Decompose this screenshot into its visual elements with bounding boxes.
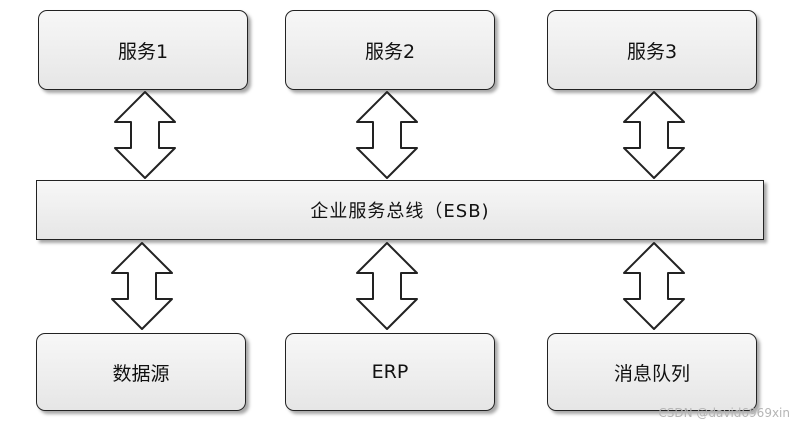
service-1-label: 服务1: [117, 40, 169, 63]
esb-bus-label: 企业服务总线（ESB): [310, 201, 490, 222]
service-3-box: 服务3: [547, 10, 757, 90]
double-arrow-icon-service-2: [356, 91, 418, 179]
erp-box: ERP: [285, 333, 495, 411]
datasource-box: 数据源: [36, 333, 246, 411]
double-arrow-icon-erp: [356, 242, 418, 330]
service-2-label: 服务2: [364, 40, 416, 63]
double-arrow-icon-service-1: [114, 91, 176, 179]
double-arrow-icon-datasource: [111, 242, 173, 330]
service-3-label: 服务3: [626, 40, 678, 63]
service-1-box: 服务1: [38, 10, 248, 90]
double-arrow-icon-message-queue: [623, 242, 685, 330]
esb-bus-bar: 企业服务总线（ESB): [36, 180, 764, 240]
erp-label: ERP: [371, 361, 409, 383]
message-queue-label: 消息队列: [613, 362, 690, 385]
double-arrow-icon-service-3: [623, 91, 685, 179]
message-queue-box: 消息队列: [547, 333, 757, 411]
csdn-watermark: CSDN @david6969xin: [658, 406, 790, 420]
datasource-label: 数据源: [112, 362, 170, 385]
service-2-box: 服务2: [285, 10, 495, 90]
